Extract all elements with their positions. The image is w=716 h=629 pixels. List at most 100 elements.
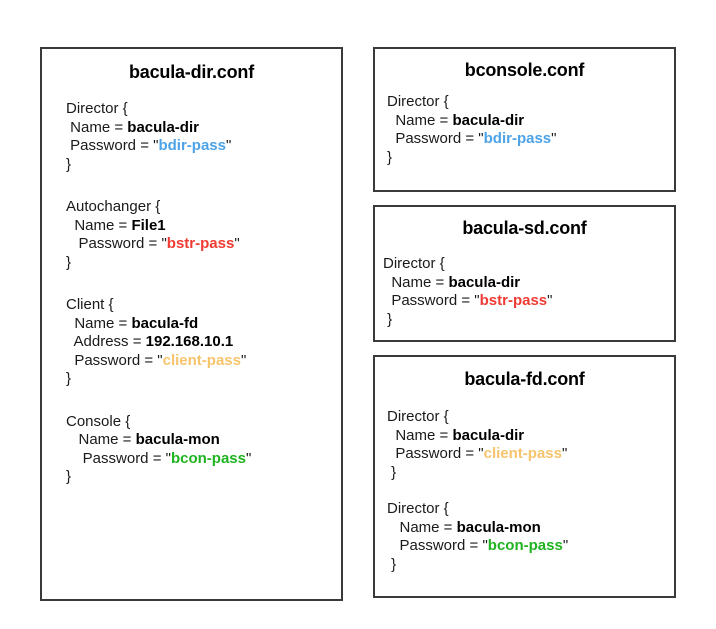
- config-block-close: }: [66, 155, 72, 173]
- quote-close: ": [562, 445, 568, 462]
- config-block-close: }: [387, 463, 397, 481]
- directive-value: client-pass: [162, 351, 241, 369]
- config-directive: Password = "bdir-pass": [66, 137, 341, 156]
- config-block-open: Director {: [387, 93, 449, 110]
- quote-open: ": [153, 137, 159, 154]
- panel-title-bconsole: bconsole.conf: [464, 60, 585, 80]
- panel-bacula-dir-conf: bacula-dir.conf Director { Name = bacula…: [40, 47, 343, 601]
- panel-bconsole-conf: bconsole.conf Director { Name = bacula-d…: [373, 47, 676, 192]
- config-block-close: }: [66, 468, 72, 485]
- quote-close: ": [241, 351, 247, 369]
- directive-key: Password =: [387, 130, 479, 147]
- config-directive: Name = bacula-dir: [387, 427, 674, 446]
- config-block-close: }: [66, 370, 72, 387]
- directive-value: bstr-pass: [479, 292, 548, 309]
- config-body-bacula-fd: Director { Name = bacula-dir Password = …: [387, 408, 674, 574]
- directive-key: Name =: [66, 118, 128, 136]
- config-directive: Name = bacula-dir: [387, 112, 674, 131]
- config-block-open: Autochanger {: [66, 198, 161, 215]
- directive-value: bacula-mon: [456, 518, 541, 536]
- directive-key: Name =: [66, 431, 136, 448]
- panel-title-bacula-fd: bacula-fd.conf: [464, 369, 585, 389]
- config-block-close: }: [66, 253, 72, 271]
- quote-close: ": [551, 130, 557, 147]
- directive-value: 192.168.10.1: [145, 333, 234, 350]
- config-directive: Password = "bcon-pass": [387, 537, 674, 556]
- quote-open: ": [482, 537, 488, 554]
- directive-key: Address =: [66, 333, 146, 350]
- directive-key: Password =: [66, 351, 158, 369]
- config-directive: Password = "bstr-pass": [66, 235, 341, 254]
- directive-key: Name =: [66, 216, 132, 234]
- config-body-bacula-dir: Director { Name = bacula-dir Password = …: [66, 100, 341, 487]
- quote-open: ": [161, 235, 167, 252]
- config-block-open: Director {: [387, 408, 449, 425]
- panel-title-bacula-dir: bacula-dir.conf: [128, 62, 255, 82]
- panel-bacula-fd-conf: bacula-fd.conf Director { Name = bacula-…: [373, 355, 676, 598]
- config-block: Console { Name = bacula-mon Password = "…: [66, 413, 341, 487]
- config-directive: Password = "bstr-pass": [383, 292, 674, 311]
- directive-value: bdir-pass: [158, 137, 226, 154]
- directive-key: Name =: [387, 518, 457, 536]
- config-block: Director { Name = bacula-dir Password = …: [66, 100, 341, 174]
- config-directive: Name = bacula-mon: [387, 519, 674, 538]
- config-directive: Password = "bdir-pass": [387, 130, 674, 149]
- directive-value: bdir-pass: [483, 130, 552, 147]
- config-directive: Name = bacula-fd: [66, 315, 341, 334]
- config-block: Autochanger { Name = File1 Password = "b…: [66, 198, 341, 272]
- directive-key: Name =: [387, 426, 453, 444]
- config-block: Client { Name = bacula-fd Address = 192.…: [66, 296, 341, 389]
- config-block-open: Client {: [66, 296, 114, 313]
- directive-key: Password =: [66, 137, 154, 154]
- directive-key: Password =: [66, 235, 162, 252]
- config-block-close: }: [383, 310, 393, 328]
- directive-key: Password =: [387, 537, 483, 554]
- config-directive: Password = "bcon-pass": [66, 450, 341, 469]
- config-directive: Password = "client-pass": [387, 445, 674, 464]
- directive-key: Name =: [66, 314, 132, 332]
- directive-value: bacula-dir: [452, 426, 525, 444]
- quote-close: ": [245, 449, 252, 467]
- quote-close: ": [547, 292, 553, 309]
- config-block-open: Console {: [66, 412, 131, 430]
- config-block-close: }: [387, 555, 397, 573]
- directive-value: bacula-dir: [452, 111, 525, 129]
- config-block: Director { Name = bacula-dir Password = …: [387, 408, 674, 482]
- config-body-bconsole: Director { Name = bacula-dir Password = …: [387, 93, 674, 167]
- quote-close: ": [562, 537, 569, 554]
- directive-key: Password =: [66, 449, 166, 467]
- quote-open: ": [474, 292, 480, 309]
- config-block-open: Director {: [387, 500, 449, 517]
- panel-title-bacula-sd: bacula-sd.conf: [462, 218, 587, 238]
- directive-key: Name =: [387, 111, 453, 129]
- config-directive: Name = bacula-dir: [383, 274, 674, 293]
- directive-value: bcon-pass: [170, 449, 246, 467]
- directive-value: bacula-mon: [135, 431, 220, 448]
- config-directive: Name = bacula-dir: [66, 119, 341, 138]
- config-block-close: }: [387, 148, 393, 166]
- directive-value: bstr-pass: [166, 235, 235, 252]
- quote-open: ": [478, 130, 484, 147]
- config-block: Director { Name = bacula-dir Password = …: [387, 93, 674, 167]
- quote-open: ": [478, 445, 484, 462]
- config-body-bacula-sd: Director { Name = bacula-dir Password = …: [383, 255, 674, 329]
- config-directive: Address = 192.168.10.1: [66, 333, 341, 352]
- directive-value: client-pass: [483, 445, 562, 462]
- directive-key: Password =: [383, 292, 475, 309]
- quote-open: ": [157, 351, 163, 369]
- config-directive: Name = File1: [66, 217, 341, 236]
- panel-bacula-sd-conf: bacula-sd.conf Director { Name = bacula-…: [373, 205, 676, 342]
- quote-close: ": [225, 137, 232, 154]
- directive-value: bacula-fd: [131, 314, 199, 332]
- config-block: Director { Name = bacula-mon Password = …: [387, 500, 674, 574]
- directive-value: bacula-dir: [448, 273, 521, 291]
- directive-value: bacula-dir: [127, 118, 199, 136]
- config-block-open: Director {: [66, 100, 128, 117]
- config-directive: Name = bacula-mon: [66, 431, 341, 450]
- directive-value: bcon-pass: [487, 537, 563, 554]
- directive-key: Name =: [383, 273, 449, 291]
- quote-open: ": [165, 449, 171, 467]
- quote-close: ": [234, 235, 240, 252]
- directive-value: File1: [131, 216, 166, 234]
- config-block: Director { Name = bacula-dir Password = …: [383, 255, 674, 329]
